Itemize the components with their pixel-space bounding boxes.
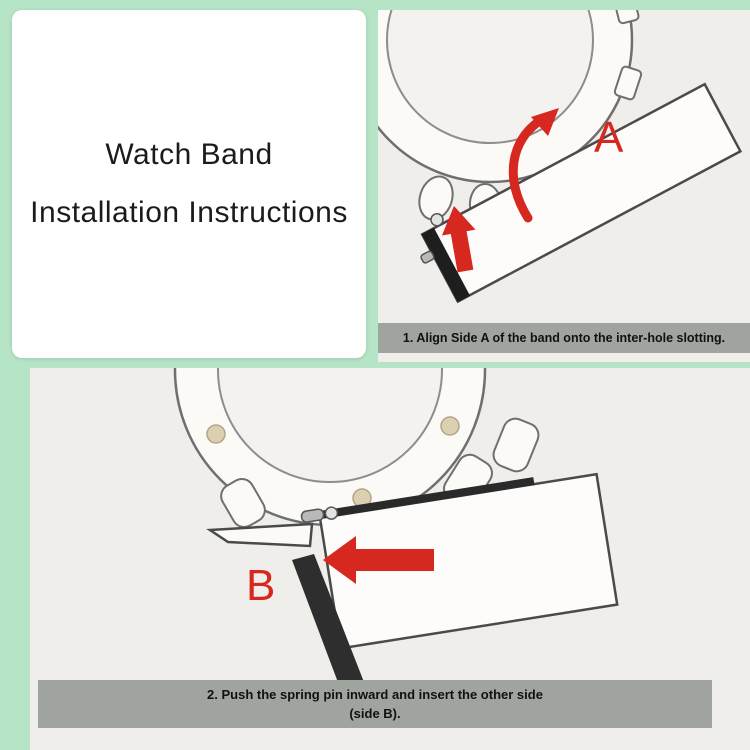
curved-rotate-arrow-icon (508, 108, 559, 223)
watch-lug (220, 477, 266, 529)
step2-caption-line-2: (side B). (349, 706, 401, 721)
title-line-1: Watch Band (105, 138, 273, 171)
watch-lug (418, 175, 454, 221)
step1-caption: 1. Align Side A of the band onto the int… (378, 323, 750, 353)
bezel-tab (613, 65, 643, 101)
watch-lug (492, 417, 540, 473)
spring-pin-tip (300, 508, 325, 523)
bezel-tab (612, 10, 640, 25)
watch-band-side-a (420, 82, 743, 304)
side-b-label: B (246, 561, 276, 610)
left-arrow-icon (323, 536, 434, 584)
step2-panel: B 2. Push the spring pin inward and inse… (30, 368, 750, 750)
up-arrow-icon (441, 206, 476, 273)
release-lever (206, 522, 314, 548)
spring-pin-head (430, 213, 444, 227)
spring-pin-tip (420, 250, 435, 264)
band-end-cap (421, 227, 470, 303)
step1-illustration (378, 10, 743, 304)
watch-band-side-b (300, 472, 619, 650)
bezel-screw (206, 424, 226, 444)
title-card: Watch Band Installation Instructions (12, 10, 366, 358)
bezel-screw (440, 416, 460, 436)
page-title: Watch Band Installation Instructions (30, 126, 348, 242)
step2-illustration (173, 368, 619, 725)
step1-caption-text: 1. Align Side A of the band onto the int… (402, 331, 726, 345)
title-line-2: Installation Instructions (30, 196, 348, 229)
spring-pin-head (324, 506, 339, 520)
side-a-label: A (594, 113, 624, 162)
spring-bar (320, 477, 535, 519)
step1-panel: A 1. Align Side A of the band onto the i… (378, 10, 750, 362)
step2-caption: 2. Push the spring pin inward and insert… (38, 680, 712, 728)
step2-caption-line-1: 2. Push the spring pin inward and insert… (207, 686, 543, 702)
